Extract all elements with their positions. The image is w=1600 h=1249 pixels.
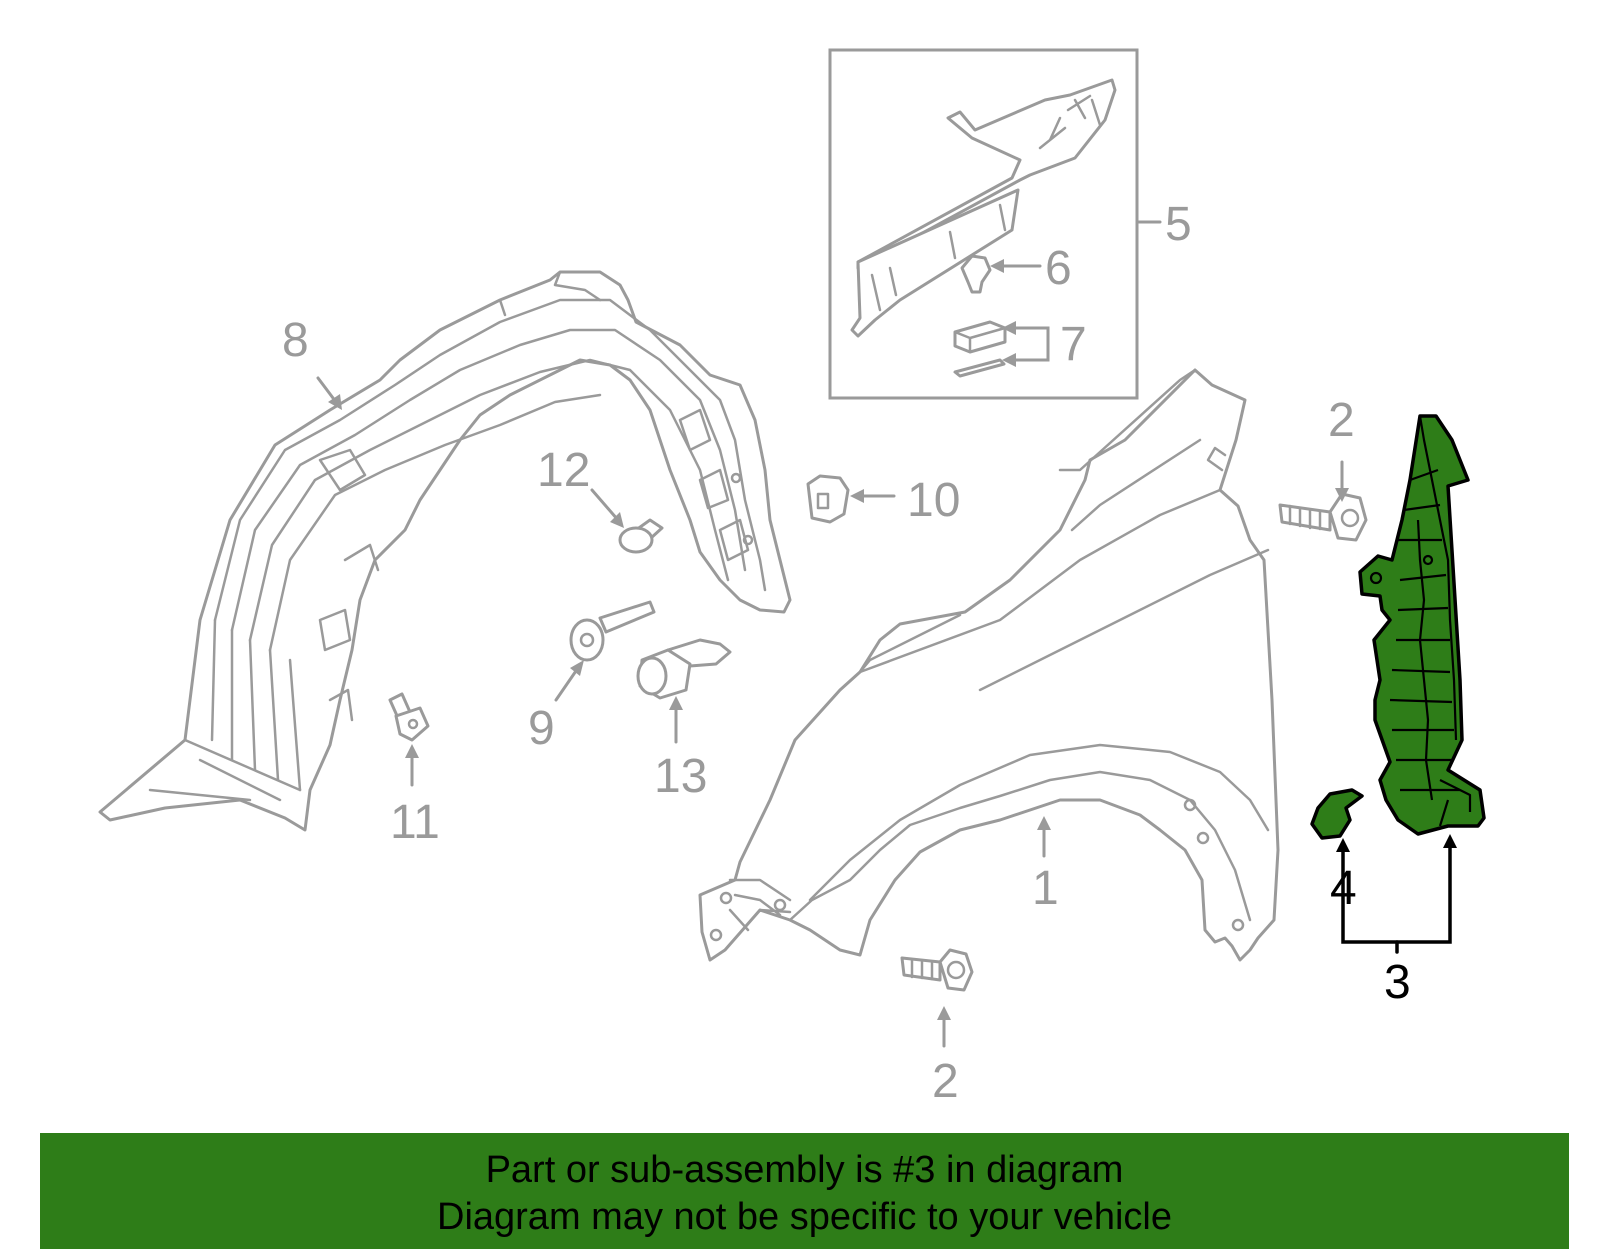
banner-line-2: Diagram may not be specific to your vehi… xyxy=(437,1196,1172,1238)
part-10-clip-nut[interactable] xyxy=(806,474,850,524)
part-5-frame-rail[interactable] xyxy=(850,78,1117,338)
callout-10: 10 xyxy=(907,474,960,527)
callout-5: 5 xyxy=(1165,198,1192,251)
callout-2-lower: 2 xyxy=(932,1055,959,1108)
part-6-clip[interactable] xyxy=(960,254,992,294)
part-2-bolt-upper[interactable] xyxy=(1278,492,1368,542)
callout-7: 7 xyxy=(1060,318,1087,371)
part-13-push-clip[interactable] xyxy=(636,638,732,700)
callout-3: 3 xyxy=(1384,956,1411,1009)
banner-line-1: Part or sub-assembly is #3 in diagram xyxy=(485,1149,1124,1191)
callout-4: 4 xyxy=(1330,862,1357,915)
part-9-screw[interactable] xyxy=(569,600,656,662)
part-3-fender-bracket[interactable] xyxy=(1358,414,1486,836)
callout-13: 13 xyxy=(654,750,707,803)
inset-box: 5 6 7 xyxy=(828,48,1192,400)
callout-9: 9 xyxy=(528,702,555,755)
callout-11: 11 xyxy=(390,796,440,849)
part-11-clip[interactable] xyxy=(388,692,430,742)
part-4-clip[interactable] xyxy=(1310,788,1364,840)
callout-1: 1 xyxy=(1032,862,1059,915)
part-2-bolt-lower[interactable] xyxy=(900,948,974,992)
callout-8: 8 xyxy=(282,314,309,367)
info-banner: Part or sub-assembly is #3 in diagram Di… xyxy=(40,1133,1569,1249)
part-7-pads[interactable] xyxy=(953,320,1007,378)
part-1-fender[interactable] xyxy=(698,368,1280,962)
callout-6: 6 xyxy=(1045,242,1072,295)
part-12-clip[interactable] xyxy=(618,518,664,554)
callout-2-upper: 2 xyxy=(1328,394,1355,447)
callout-12: 12 xyxy=(537,444,590,497)
part-8-fender-liner[interactable] xyxy=(98,270,792,832)
